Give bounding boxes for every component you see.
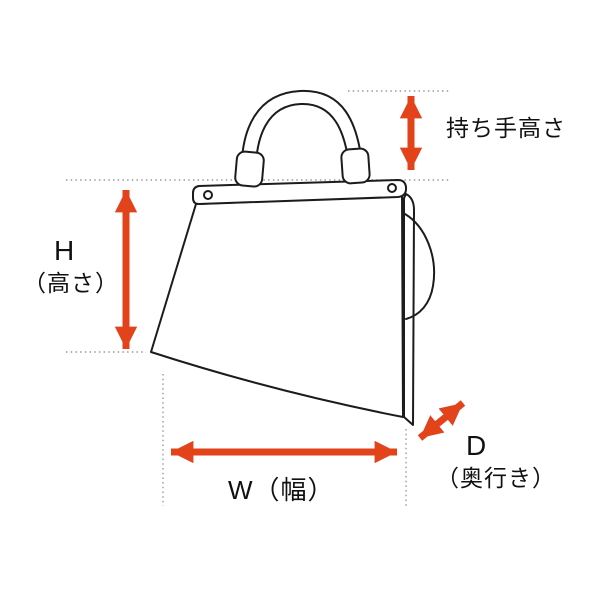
handle-tab-left bbox=[234, 150, 265, 188]
bag-illustration bbox=[150, 89, 435, 426]
dimension-arrows bbox=[114, 96, 466, 464]
frame-stud-right bbox=[387, 183, 397, 193]
depth-letter-label: D bbox=[466, 430, 488, 461]
bag-handle-inner bbox=[254, 102, 351, 181]
frame-stud-left bbox=[203, 190, 213, 200]
handle-tab-right bbox=[340, 147, 371, 185]
bag-gusset bbox=[404, 213, 435, 320]
bag-side-panel bbox=[403, 193, 415, 426]
handle-height-label: 持ち手高さ bbox=[446, 115, 566, 141]
depth-arrow bbox=[417, 400, 466, 441]
bag-front-panel bbox=[150, 195, 404, 418]
bag-handle-outer bbox=[240, 89, 364, 181]
height-letter-label: H bbox=[54, 235, 76, 266]
height-paren-label: （高さ） bbox=[23, 270, 119, 296]
depth-paren-label: （奥行き） bbox=[436, 465, 556, 491]
width-label: W（幅） bbox=[228, 475, 335, 505]
